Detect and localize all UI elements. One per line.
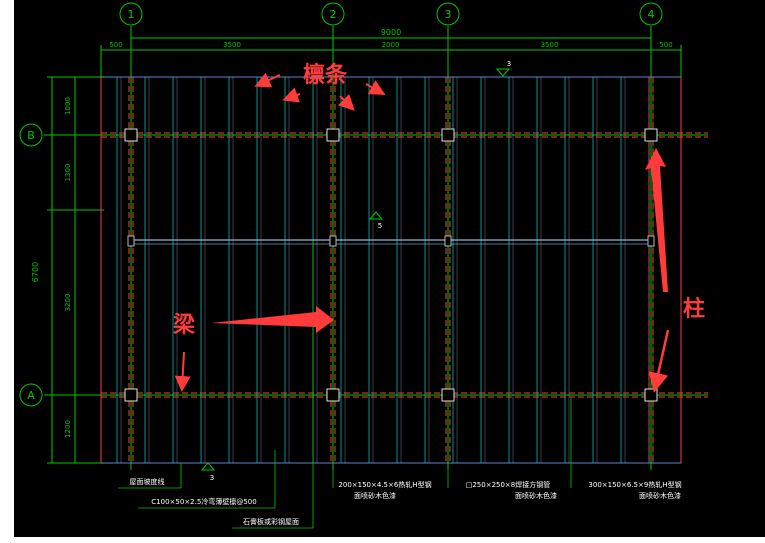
column-square (441, 388, 455, 402)
column-square (326, 388, 340, 402)
note-beam2-finish: 面喷砂木色漆 (639, 491, 681, 500)
dim-text-top-segment: 3500 (541, 41, 559, 49)
section-mark (200, 462, 216, 471)
callout-arrow-column-upper (645, 148, 668, 292)
axis-bubble (19, 383, 43, 407)
axis-bubble (321, 2, 345, 26)
note-roof-panel: 石膏板或彩钢屋面 (243, 517, 299, 526)
dim-text-top-segment: 2000 (382, 41, 400, 49)
column-square (644, 128, 658, 142)
axis-label: 2 (330, 8, 337, 21)
axis-bubble (119, 2, 143, 26)
note-beam-finish: 面喷砂木色漆 (354, 491, 396, 500)
dim-text-top-segment: 500 (109, 41, 122, 49)
axis-label: A (27, 389, 35, 402)
callout-label-column: 柱 (683, 297, 705, 322)
axis-bubble (436, 2, 460, 26)
callout-arrow-column-lower (648, 329, 670, 393)
axis-label: 3 (445, 8, 452, 21)
column-square (326, 128, 340, 142)
column-square (441, 128, 455, 142)
dim-text-left-total: 6700 (31, 262, 40, 282)
callout-arrow-beam-lower (174, 351, 191, 392)
section-mark-label: 3 (507, 60, 511, 68)
section-mark-label: 3 (210, 474, 214, 482)
column-square (124, 128, 138, 142)
note-beam-spec: 200×150×4.5×6热轧H型钢 (338, 480, 431, 489)
axis-bubble (19, 123, 43, 147)
column-square (644, 388, 658, 402)
axis-label: 4 (648, 8, 655, 21)
ridge-support (329, 235, 337, 247)
dim-text-total: 9000 (381, 28, 401, 37)
callout-arrow-purlin (337, 93, 355, 111)
section-mark (495, 68, 511, 77)
callout-arrow-purlin (365, 80, 386, 95)
section-mark-label: 5 (378, 222, 382, 230)
ridge-support (647, 235, 655, 247)
dim-text-top-segment: 500 (659, 41, 672, 49)
dim-text-left-segment: 3200 (64, 294, 72, 312)
callout-label-beam: 梁 (172, 313, 195, 338)
note-column-finish: 面喷砂木色漆 (515, 491, 557, 500)
callout-label-purlin: 檩条 (303, 62, 348, 88)
axis-bubble (639, 2, 663, 26)
callout-arrow-beam (211, 306, 334, 333)
note-eave-line: 屋面坡度线 (130, 477, 165, 486)
dim-text-top-segment: 3500 (223, 41, 241, 49)
section-mark (368, 211, 384, 220)
dim-text-left-segment: 1200 (64, 420, 72, 438)
dim-text-left-segment: 1000 (64, 97, 72, 115)
ridge-support (444, 235, 452, 247)
note-beam2-spec: 300×150×6.5×9热轧H型钢 (588, 480, 681, 489)
note-column-spec: □250×250×8焊接方钢管 (466, 480, 551, 489)
axis-label: B (27, 129, 35, 142)
axis-label: 1 (128, 8, 135, 21)
column-square (124, 388, 138, 402)
callout-arrow-purlin (254, 72, 281, 88)
note-purlin-spec: C100×50×2.5冷弯薄壁檩@500 (151, 497, 256, 506)
dim-text-left-segment: 1300 (64, 164, 72, 182)
ridge-support (127, 235, 135, 247)
callout-arrow-purlin (282, 87, 301, 103)
